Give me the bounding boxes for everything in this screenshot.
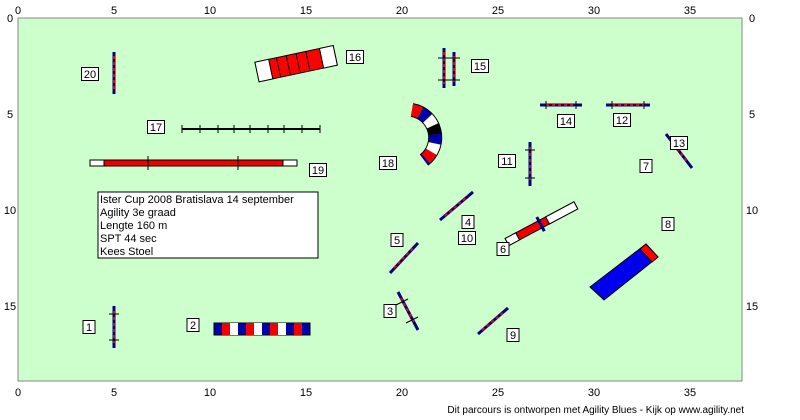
svg-text:10: 10 [461,233,473,245]
info-line-5: Kees Stoel [100,246,153,258]
obstacle-number-14: 14 [557,114,575,128]
obstacle-number-4: 4 [461,215,475,229]
axis-top: 0 5 10 15 20 25 30 35 [15,5,696,17]
obstacle-number-19: 19 [309,163,327,177]
axis-left: 0 5 10 15 [4,13,16,313]
obstacle-number-17: 17 [147,120,165,134]
obstacle-number-6: 6 [496,242,510,256]
svg-text:9: 9 [510,330,516,342]
obstacle-number-3: 3 [383,304,397,318]
x-tick-label-bottom: 0 [15,387,21,399]
svg-text:12: 12 [616,115,628,127]
x-tick-label-bottom: 5 [111,387,117,399]
svg-text:16: 16 [349,52,361,64]
obstacle-19-dogwalk-plank [89,156,298,170]
obstacle-18-curved-tunnel [410,103,443,166]
x-tick-label-bottom: 10 [204,387,216,399]
x-tick-label-top: 30 [588,5,600,17]
obstacle-number-16: 16 [346,50,364,64]
obstacle-9-jump [477,306,509,336]
obstacle-11-jump [525,142,535,186]
obstacle-5-jump [388,241,420,275]
x-tick-label-bottom: 35 [684,387,696,399]
svg-text:19: 19 [312,165,324,177]
svg-text:3: 3 [387,306,393,318]
footer-credit: Dit parcours is ontworpen met Agility Bl… [447,405,744,416]
obstacle-number-20: 20 [81,67,99,81]
course-info-box: Ister Cup 2008 Bratislava 14 september A… [97,191,319,259]
obstacle-2-tunnel [213,322,311,336]
svg-text:7: 7 [643,161,649,173]
x-tick-label-top: 5 [111,5,117,17]
svg-text:2: 2 [190,320,196,332]
obstacle-number-13: 13 [670,136,688,150]
y-tick-label-right: 15 [746,301,758,313]
obstacle-4-jump [439,190,474,222]
x-tick-label-top: 35 [684,5,696,17]
obstacle-number-9: 9 [506,328,520,342]
svg-text:13: 13 [673,138,685,150]
svg-text:17: 17 [150,122,162,134]
obstacle-number-11: 11 [498,154,516,168]
info-line-3: Lengte 160 m [100,220,167,232]
obstacle-number-12: 12 [613,113,631,127]
x-tick-label-top: 15 [300,5,312,17]
x-tick-label-bottom: 30 [588,387,600,399]
info-line-1: Ister Cup 2008 Bratislava 14 september [100,194,294,206]
svg-text:8: 8 [665,219,671,231]
obstacle-16-tunnel [254,44,338,83]
axis-right: 0 5 10 15 [746,13,758,313]
x-tick-label-bottom: 25 [492,387,504,399]
svg-text:14: 14 [560,116,572,128]
x-tick-label-bottom: 20 [396,387,408,399]
obstacle-number-7: 7 [639,159,653,173]
x-tick-label-top: 10 [204,5,216,17]
y-tick-label-right: 5 [749,109,755,121]
obstacle-17-dogwalk [181,125,321,133]
obstacle-number-15: 15 [471,59,489,73]
obstacle-number-2: 2 [186,318,200,332]
y-tick-label-left: 0 [7,13,13,25]
x-tick-label-top: 0 [15,5,21,17]
x-tick-label-bottom: 15 [300,387,312,399]
svg-text:4: 4 [465,217,471,229]
obstacle-1-jump [109,306,119,348]
obstacle-3-jump [395,291,420,331]
obstacle-14-jump [540,101,582,109]
obstacle-8-tunnel [589,243,659,301]
obstacle-number-8: 8 [661,217,675,231]
svg-text:1: 1 [86,322,92,334]
y-tick-label-left: 5 [7,109,13,121]
obstacle-number-1: 1 [82,320,96,334]
x-tick-label-top: 25 [492,5,504,17]
svg-text:15: 15 [474,61,486,73]
x-tick-label-top: 20 [396,5,408,17]
obstacle-12-jump [606,101,650,109]
svg-text:20: 20 [84,69,96,81]
svg-text:5: 5 [394,235,400,247]
obstacle-15-double-jump [438,48,460,88]
obstacle-number-18: 18 [379,156,397,170]
y-tick-label-left: 10 [4,205,16,217]
svg-text:6: 6 [500,244,506,256]
svg-text:18: 18 [382,158,394,170]
info-line-4: SPT 44 sec [100,233,157,245]
obstacle-number-5: 5 [390,233,404,247]
y-tick-label-right: 0 [749,13,755,25]
y-tick-label-right: 10 [746,205,758,217]
y-tick-label-left: 15 [4,301,16,313]
obstacle-number-10: 10 [458,231,476,245]
info-line-2: Agility 3e graad [100,207,176,219]
obstacle-6-seesaw [504,201,579,247]
svg-text:11: 11 [501,156,512,168]
axis-bottom: 0 5 10 15 20 25 30 35 [15,387,696,399]
